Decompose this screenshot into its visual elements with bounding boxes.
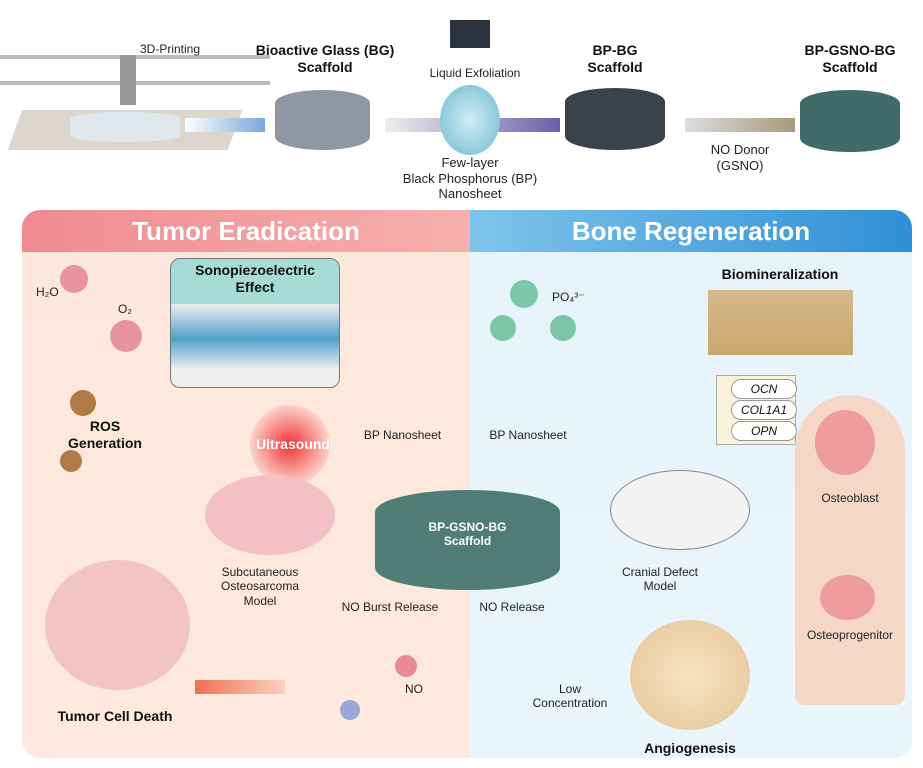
angiogenesis-vessels xyxy=(630,620,750,730)
label-bp-nanosheet-top: Few-layer Black Phosphorus (BP) Nanoshee… xyxy=(402,155,538,202)
label-bp-nanosheet-left: BP Nanosheet xyxy=(363,428,442,442)
label-osteoprogenitor: Osteoprogenitor xyxy=(806,628,894,642)
mouse-tumor-model xyxy=(205,475,335,555)
phosphate-molecule xyxy=(510,280,538,308)
label-3d-printing: 3D-Printing xyxy=(140,42,201,56)
no-molecule xyxy=(340,700,360,720)
bone-block xyxy=(708,290,853,355)
arrow-1 xyxy=(185,118,265,132)
final-scaffold xyxy=(800,90,900,152)
label-bp-nanosheet-right: BP Nanosheet xyxy=(489,428,567,442)
label-cranial-model: Cranial Defect Model xyxy=(621,565,699,594)
label-low-concentration: Low Concentration xyxy=(532,682,608,711)
oxygen-molecule xyxy=(110,320,142,352)
gene-ocn: OCN xyxy=(731,379,797,399)
label-o2: O₂ xyxy=(118,302,132,316)
water-molecule xyxy=(60,265,88,293)
bp-crystal xyxy=(450,20,490,48)
label-po4: PO₄³⁻ xyxy=(552,290,585,304)
label-no-release: NO Release xyxy=(479,600,545,614)
label-no-burst: NO Burst Release xyxy=(341,600,439,614)
printing-scaffold xyxy=(70,112,180,142)
label-ros: ROS Generation xyxy=(68,418,142,451)
osteoprogenitor-cell xyxy=(820,575,875,620)
tumor-cell xyxy=(45,560,190,690)
phosphate-molecule xyxy=(550,315,576,341)
center-scaffold xyxy=(375,490,560,590)
arrow-3 xyxy=(685,118,795,132)
no-molecule xyxy=(395,655,417,677)
bg-scaffold xyxy=(275,90,370,150)
label-angiogenesis: Angiogenesis xyxy=(644,740,736,756)
gene-box: OCN COL1A1 OPN xyxy=(716,375,797,445)
label-bpbg-scaffold: BP-BG Scaffold xyxy=(587,42,643,75)
label-sonopiezo: Sonopiezoelectric Effect xyxy=(195,262,315,295)
gene-opn: OPN xyxy=(731,421,797,441)
arrow-to-death xyxy=(195,680,285,694)
label-osteoblast: Osteoblast xyxy=(821,491,879,505)
mouse-cranial-model xyxy=(610,470,750,550)
label-biomineralization: Biomineralization xyxy=(721,266,839,282)
label-center-scaffold: BP-GSNO-BG Scaffold xyxy=(428,520,507,549)
label-no: NO xyxy=(405,682,423,696)
ultrasound-icon xyxy=(250,405,330,485)
printer-head xyxy=(120,55,136,105)
label-liquid-exfoliation: Liquid Exfoliation xyxy=(429,66,521,80)
label-ultrasound: Ultrasound xyxy=(256,436,330,452)
ros-particle xyxy=(70,390,96,416)
osteoblast-cell xyxy=(815,410,875,475)
label-no-donor: NO Donor (GSNO) xyxy=(710,142,770,173)
gene-col1a1: COL1A1 xyxy=(731,400,797,420)
exfoliation-sphere xyxy=(440,85,500,155)
label-tumor-cell-death: Tumor Cell Death xyxy=(57,708,173,724)
label-osteosarcoma-model: Subcutaneous Osteosarcoma Model xyxy=(220,565,300,608)
label-h2o: H₂O xyxy=(36,285,59,299)
sonopiezo-box xyxy=(170,258,340,388)
phosphate-molecule xyxy=(490,315,516,341)
ros-particle xyxy=(60,450,82,472)
bone-header: Bone Regeneration xyxy=(470,210,912,252)
label-final-scaffold: BP-GSNO-BG Scaffold xyxy=(804,42,896,75)
tumor-header: Tumor Eradication xyxy=(22,210,470,252)
bpbg-scaffold xyxy=(565,88,665,150)
label-bg-scaffold: Bioactive Glass (BG) Scaffold xyxy=(255,42,395,75)
